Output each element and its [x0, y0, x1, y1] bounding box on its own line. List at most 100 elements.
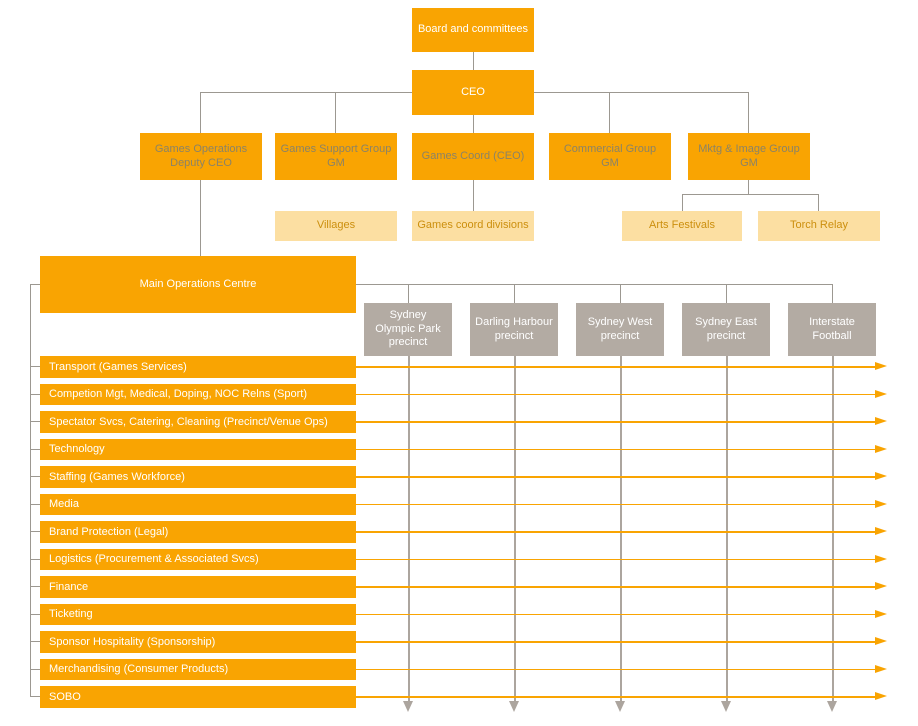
precinct-flow-line [408, 356, 410, 701]
node-games-coord-ceo: Games Coord (CEO) [412, 133, 534, 180]
node-label: Commercial Group GM [563, 142, 657, 169]
function-label: Finance [49, 580, 89, 593]
connector-games-coord-divisions [473, 180, 474, 211]
function-label: Technology [49, 443, 105, 456]
connector-drop-arts-festivals [682, 194, 683, 211]
arrow-down-icon [403, 701, 414, 712]
arrow-down-icon [827, 701, 838, 712]
arrow-right-icon [875, 664, 887, 673]
precinct-drop-line-top [726, 284, 727, 303]
connector-mktg-hline [682, 194, 818, 195]
precinct-flow-line [514, 356, 516, 701]
node-games-coord-divisions: Games coord divisions [412, 211, 534, 241]
node-sydney-east-precinct: Sydney East precinct [682, 303, 770, 356]
bracket-stub [30, 558, 40, 560]
connector-drop-games-coord [473, 115, 474, 133]
node-label: Sydney Olympic Park precinct [375, 308, 441, 349]
bracket-stub [30, 696, 40, 698]
bracket-stub [30, 366, 40, 368]
connector-drop-games-support [335, 92, 336, 133]
function-flow-line [356, 668, 875, 670]
bracket-stub [30, 641, 40, 643]
function-flow-line [356, 503, 875, 505]
node-sydney-west-precinct: Sydney West precinct [576, 303, 664, 356]
connector-drop-games-operations [200, 92, 201, 133]
arrow-right-icon [875, 527, 887, 535]
precinct-drop-line-top [514, 284, 515, 303]
bracket-stub [30, 448, 40, 450]
node-arts-festivals: Arts Festivals [622, 211, 742, 241]
function-flow-line [356, 531, 875, 533]
function-flow-line [356, 366, 875, 368]
node-sydney-olympic-park-precinct: Sydney Olympic Park precinct [364, 303, 452, 356]
node-main-operations-centre: Main Operations Centre [40, 256, 356, 313]
arrow-right-icon [875, 362, 887, 370]
bracket-stub-main-operations [30, 284, 40, 285]
function-label: Transport (Games Services) [49, 360, 187, 373]
node-games-operations-deputy-ceo: Games Operations Deputy CEO [140, 133, 262, 180]
function-label: Staffing (Games Workforce) [49, 470, 185, 483]
connector-drop-torch-relay [818, 194, 819, 211]
function-flow-line [356, 393, 875, 395]
bracket-stub [30, 531, 40, 533]
node-label: Main Operations Centre [139, 277, 257, 290]
function-label: Logistics (Procurement & Associated Svcs… [49, 553, 259, 566]
precinct-flow-line [726, 356, 728, 701]
connector-mktg-stem [748, 180, 749, 194]
node-label: Sydney West precinct [587, 315, 653, 342]
precinct-drop-line-top [620, 284, 621, 303]
node-darling-harbour-precinct: Darling Harbour precinct [470, 303, 558, 356]
node-label: CEO [461, 85, 485, 98]
function-label: Media [49, 498, 79, 511]
connector-games-ops-main-operations [200, 180, 201, 256]
node-label: Villages [316, 219, 356, 232]
bracket-vline [30, 284, 31, 697]
function-row-technology: Technology [40, 438, 356, 460]
bracket-stub [30, 476, 40, 478]
node-label: Interstate Football [809, 315, 855, 342]
node-label: Darling Harbour precinct [475, 315, 553, 342]
node-label: Games Coord (CEO) [421, 149, 525, 162]
arrow-right-icon [875, 692, 887, 700]
bracket-stub [30, 421, 40, 423]
arrow-down-icon [615, 701, 626, 712]
function-label: Spectator Svcs, Catering, Cleaning (Prec… [49, 415, 328, 428]
arrow-right-icon [875, 499, 887, 508]
node-label: Arts Festivals [648, 219, 715, 232]
function-flow-line [356, 696, 875, 698]
precinct-drop-line-top [832, 284, 833, 303]
function-flow-line [356, 613, 875, 615]
arrow-right-icon [875, 609, 887, 618]
precinct-flow-line [832, 356, 834, 701]
node-label: Games Operations Deputy CEO [154, 142, 248, 169]
arrow-right-icon [875, 554, 887, 563]
function-label: Competion Mgt, Medical, Doping, NOC Reln… [49, 388, 307, 401]
arrow-right-icon [875, 637, 887, 645]
function-flow-line [356, 421, 875, 423]
precinct-drop-line-top [408, 284, 409, 303]
function-flow-line [356, 641, 875, 643]
function-row-spectator-svcs-catering-cleaning-precinct-venue-ops: Spectator Svcs, Catering, Cleaning (Prec… [40, 411, 356, 433]
function-row-merchandising-consumer-products: Merchandising (Consumer Products) [40, 658, 356, 680]
node-mktg-image-group-gm: Mktg & Image Group GM [688, 133, 810, 180]
function-row-sponsor-hospitality-sponsorship: Sponsor Hospitality (Sponsorship) [40, 631, 356, 653]
node-interstate-football: Interstate Football [788, 303, 876, 356]
node-board-and-committees: Board and committees [412, 8, 534, 52]
node-label: Mktg & Image Group GM [698, 142, 800, 169]
connector-drop-commercial [609, 92, 610, 133]
node-torch-relay: Torch Relay [758, 211, 880, 241]
function-flow-line [356, 586, 875, 588]
arrow-right-icon [875, 444, 887, 453]
arrow-right-icon [875, 582, 887, 590]
function-row-ticketing: Ticketing [40, 603, 356, 625]
function-row-finance: Finance [40, 576, 356, 598]
bracket-stub [30, 586, 40, 588]
arrow-right-icon [875, 417, 887, 425]
arrow-down-icon [509, 701, 520, 712]
function-label: Ticketing [49, 608, 93, 621]
connector-mainops-precincts-hline [356, 284, 832, 285]
bracket-stub [30, 503, 40, 505]
node-label: Sydney East precinct [695, 315, 757, 342]
function-row-competion-mgt-medical-doping-noc-relns-sport: Competion Mgt, Medical, Doping, NOC Reln… [40, 383, 356, 405]
